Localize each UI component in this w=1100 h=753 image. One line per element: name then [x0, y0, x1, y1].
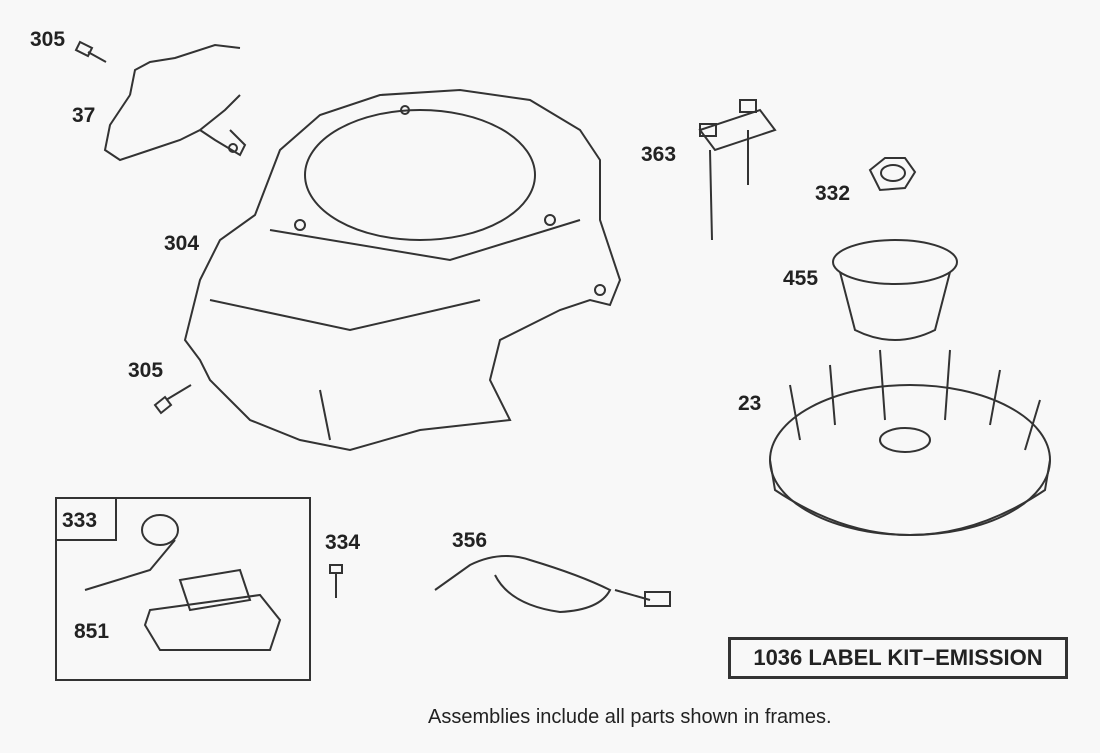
bolt-305-top: [74, 40, 107, 63]
callout-304: 304: [164, 232, 200, 255]
callout-333: 333: [62, 509, 98, 532]
callout-356: 356: [452, 529, 488, 552]
callout-332: 332: [815, 182, 851, 205]
bracket-37: [103, 43, 247, 162]
callout-23: 23: [738, 392, 762, 415]
bolt-305-lower: [153, 384, 192, 415]
callout-363: 363: [641, 143, 677, 166]
assembly-frame-333: [55, 497, 311, 681]
flywheel-23: [769, 349, 1051, 536]
blower-housing-304: [183, 88, 622, 452]
assembly-frame-333-tab: [55, 497, 117, 541]
callout-455: 455: [783, 267, 819, 290]
cup-455: [832, 239, 958, 341]
nut-332: [868, 157, 917, 192]
bolt-334: [329, 564, 343, 598]
label-kit-box: 1036 LABEL KIT–EMISSION: [728, 637, 1068, 679]
ignition-module-851: [84, 514, 282, 651]
footnote: Assemblies include all parts shown in fr…: [428, 706, 832, 728]
wire-356: [434, 555, 671, 614]
callout-851: 851: [74, 620, 110, 643]
callout-305-top: 305: [30, 28, 66, 51]
callout-334: 334: [325, 531, 361, 554]
label-kit-text: 1036 LABEL KIT–EMISSION: [753, 645, 1043, 670]
callout-305-lower: 305: [128, 359, 164, 382]
armature-363: [698, 99, 777, 241]
callout-37: 37: [72, 104, 96, 127]
